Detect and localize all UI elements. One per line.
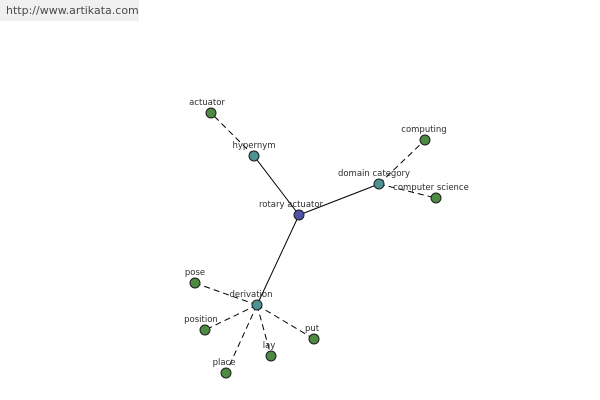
leaf-compsci-label: computer science (393, 183, 469, 193)
source-url-watermark: http://www.artikata.com (0, 0, 139, 21)
leaf-lay-node[interactable] (265, 350, 277, 362)
leaf-computing-node[interactable] (419, 134, 431, 146)
relation-hypernym-label: hypernym (232, 141, 275, 151)
relation-hypernym-node[interactable] (248, 150, 260, 162)
leaf-put-node[interactable] (308, 333, 320, 345)
graph-edges (194, 112, 437, 374)
leaf-computing-label: computing (401, 125, 446, 135)
leaf-position-node[interactable] (199, 324, 211, 336)
center-rotary-actuator-node[interactable] (293, 209, 305, 221)
leaf-compsci-node[interactable] (430, 192, 442, 204)
leaf-pose-label: pose (185, 268, 205, 278)
relation-domain-node[interactable] (373, 178, 385, 190)
relation-derivation-node[interactable] (251, 299, 263, 311)
edge-derivation-put (256, 304, 315, 340)
leaf-actuator-node[interactable] (205, 107, 217, 119)
edge-hypernym-actuator (210, 112, 255, 157)
leaf-put-label: put (305, 324, 320, 334)
edge-center-domain (298, 183, 380, 216)
leaf-place-label: place (213, 358, 236, 368)
center-rotary-actuator-label: rotary actuator (259, 200, 324, 210)
graph-nodes (189, 107, 442, 379)
leaf-position-label: position (184, 315, 218, 325)
edge-derivation-place (225, 304, 258, 374)
leaf-lay-label: lay (263, 341, 276, 351)
leaf-actuator-label: actuator (189, 98, 225, 108)
relation-derivation-label: derivation (229, 290, 272, 300)
leaf-pose-node[interactable] (189, 277, 201, 289)
edge-center-hypernym (253, 155, 300, 216)
edge-derivation-lay (256, 304, 272, 357)
edge-domain-computing (378, 139, 426, 185)
edge-derivation-pose (194, 282, 258, 306)
graph-labels: actuator computing computer science pose pos… (184, 98, 469, 368)
edge-center-derivation (256, 214, 300, 306)
relation-domain-label: domain category (338, 169, 410, 179)
leaf-place-node[interactable] (220, 367, 232, 379)
